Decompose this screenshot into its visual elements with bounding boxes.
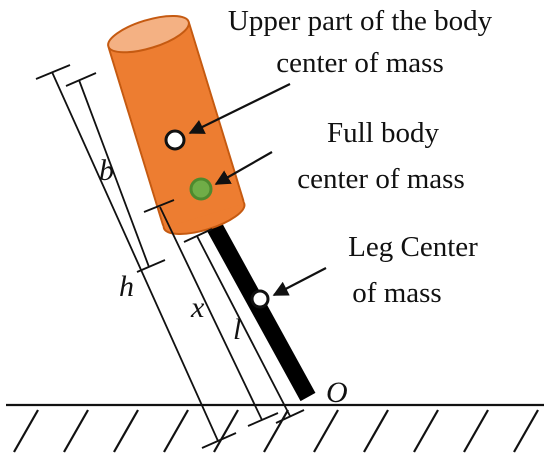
- full-body-com-point: [189, 177, 213, 201]
- torso-cover: [109, 22, 244, 228]
- ground-hatching: [13, 409, 539, 453]
- full-body-com-label-line2: center of mass: [297, 163, 465, 195]
- dimension-l: [183, 228, 305, 424]
- leg-bar: [206, 221, 316, 402]
- dimension-x: [159, 206, 279, 427]
- variable-l: l: [233, 313, 241, 346]
- full-body-com-label-line1: Full body: [327, 117, 439, 149]
- upper-body-com-label-line2: center of mass: [276, 47, 444, 79]
- variable-b: b: [99, 154, 114, 187]
- leg-com-label-line1: Leg Center: [348, 231, 478, 263]
- torso-top: [107, 14, 190, 54]
- upper-com-arrow: [188, 83, 291, 134]
- dimension-h: [35, 64, 237, 449]
- leg-com-point: [250, 289, 270, 309]
- upper-body-com-point: [164, 129, 186, 151]
- full-com-arrow: [214, 151, 273, 185]
- leg-com-label-line2: of mass: [352, 277, 441, 309]
- variable-h: h: [119, 270, 134, 303]
- origin-label: O: [326, 376, 348, 409]
- torso-cylinder: [107, 14, 246, 235]
- upper-body-com-label-line1: Upper part of the body: [228, 5, 493, 37]
- leg-com-arrow: [272, 267, 327, 296]
- dimension-b: [65, 72, 175, 273]
- variable-x: x: [190, 291, 205, 324]
- ground: [6, 403, 544, 453]
